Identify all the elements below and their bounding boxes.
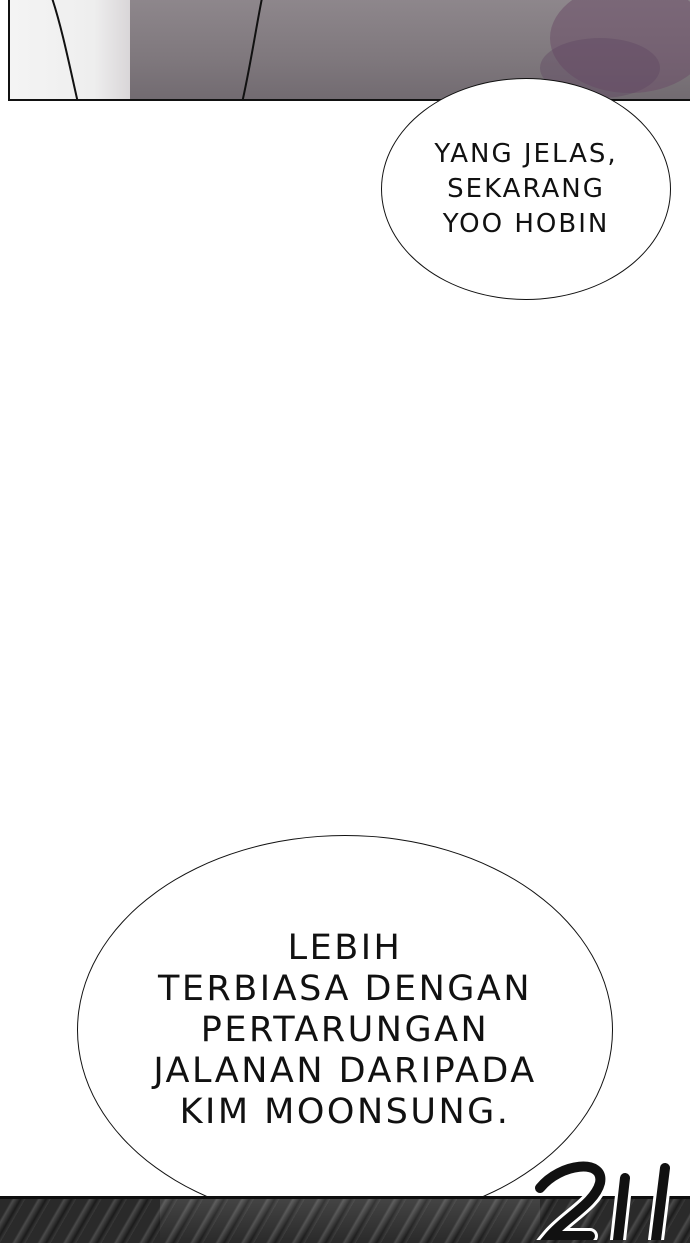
speech-bubble-2-text: LEBIH TERBIASA DENGAN PERTARUNGAN JALANA… xyxy=(153,927,537,1132)
sound-effect-glyph xyxy=(532,1158,673,1240)
panel-linework xyxy=(51,0,690,99)
panel-highlight-area xyxy=(10,0,130,99)
speech-bubble-1-text: YANG JELAS, SEKARANG YOO HOBIN xyxy=(434,138,618,239)
speech-bubble-2: LEBIH TERBIASA DENGAN PERTARUNGAN JALANA… xyxy=(77,835,613,1225)
speech-bubble-1: YANG JELAS, SEKARANG YOO HOBIN xyxy=(381,78,671,300)
panel-gloss xyxy=(160,1199,540,1243)
top-art-panel xyxy=(8,0,690,101)
